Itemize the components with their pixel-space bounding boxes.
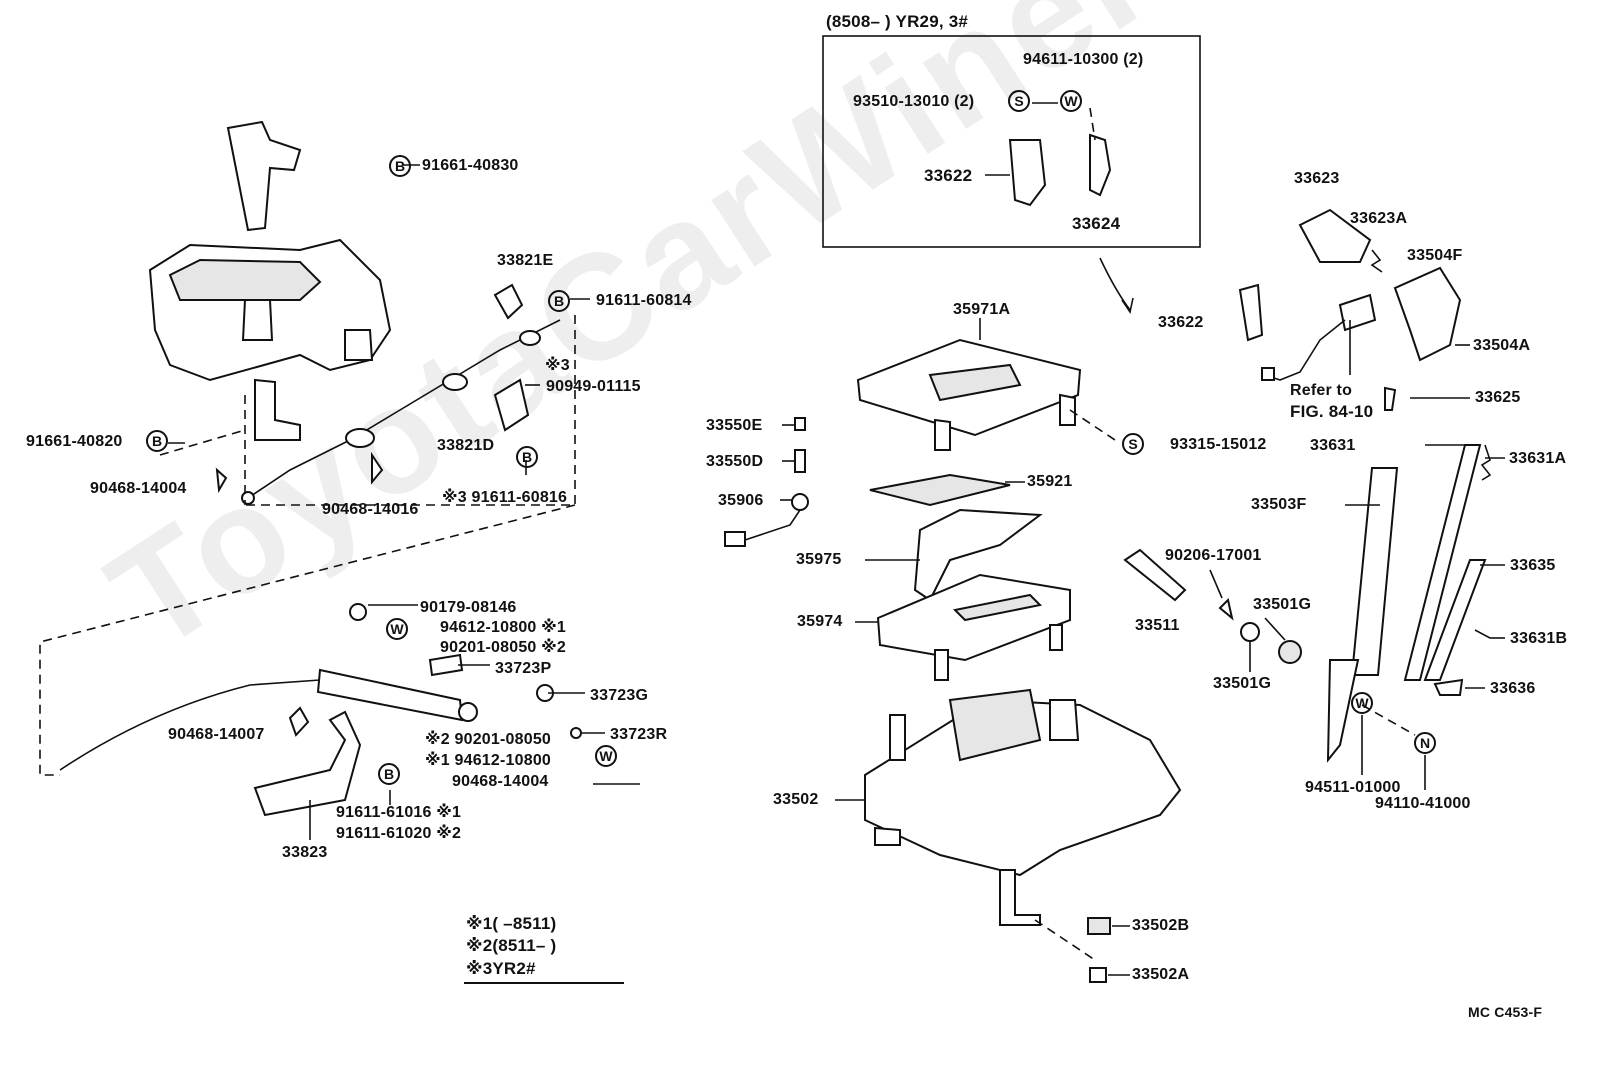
refer-to-text: Refer to — [1290, 382, 1353, 399]
bulb-parts — [724, 417, 809, 547]
callout-33502: 33502 — [773, 791, 819, 808]
legend-note-1: ※1( –8511) — [466, 914, 557, 933]
indicator-housing-35971A — [856, 338, 1082, 451]
inset-frame — [822, 35, 1201, 248]
shift-cable-lower — [59, 603, 582, 771]
callout-33823: 33823 — [282, 844, 328, 861]
callout-90468-14007: 90468-14007 — [168, 726, 265, 743]
callout-35974: 35974 — [797, 613, 843, 630]
shift-lever-assembly — [148, 120, 392, 441]
callout-94511-01000: 94511-01000 — [1305, 779, 1401, 796]
callout-90201-08050-a: 90201-08050 ※2 — [440, 639, 567, 656]
inset-header-note: (8508– ) YR29, 3# — [826, 12, 969, 31]
callout-33623A: 33623A — [1350, 210, 1408, 227]
callout-35971A: 35971A — [953, 301, 1011, 318]
symbol-s-2: S — [1122, 433, 1144, 455]
callout-35975: 35975 — [796, 551, 842, 568]
base-33502 — [864, 688, 1182, 926]
shaft-33511 — [1123, 548, 1302, 672]
callout-33821D: 33821D — [437, 437, 495, 454]
callout-33504A: 33504A — [1473, 337, 1531, 354]
callout-90468-14016: 90468-14016 — [322, 501, 419, 518]
callout-33625: 33625 — [1475, 389, 1521, 406]
symbol-s-1: S — [1008, 90, 1030, 112]
legend-note-3: ※3YR2# — [466, 959, 536, 978]
callout-35906: 35906 — [718, 492, 764, 509]
callout-33502B: 33502B — [1132, 917, 1190, 934]
callout-91611-60814: 91611-60814 — [596, 292, 692, 309]
plate-35974 — [876, 573, 1071, 681]
shift-lever-33503F — [1326, 444, 1505, 790]
callout-90179-08146: 90179-08146 — [420, 599, 517, 616]
callout-35921: 35921 — [1027, 473, 1073, 490]
callout-33631: 33631 — [1310, 437, 1356, 454]
callout-90468-14004-a: 90468-14004 — [90, 480, 187, 497]
callout-33631B: 33631B — [1510, 630, 1568, 647]
callout-33723P: 33723P — [495, 660, 552, 677]
callout-91611-60816: ※3 91611-60816 — [442, 489, 568, 506]
callout-94110-41000: 94110-41000 — [1375, 795, 1471, 812]
callout-33623: 33623 — [1294, 170, 1340, 187]
symbol-b-1: B — [389, 155, 411, 177]
callout-33501G-b: 33501G — [1213, 675, 1272, 692]
callout-3-mark: ※3 — [545, 357, 570, 374]
callout-33631A: 33631A — [1509, 450, 1567, 467]
figure-reference: FIG. 84-10 — [1290, 402, 1374, 421]
callout-90201-08050-b: ※2 90201-08050 — [425, 731, 552, 748]
cushion-33502B — [1087, 917, 1111, 935]
callout-33624: 33624 — [1072, 214, 1121, 233]
symbol-b-5: B — [378, 763, 400, 785]
legend-underline — [464, 982, 624, 984]
callout-33511: 33511 — [1135, 617, 1180, 634]
plate-35921 — [869, 473, 1011, 507]
symbol-b-2: B — [548, 290, 570, 312]
symbol-w-1: W — [386, 618, 408, 640]
callout-33550E: 33550E — [706, 417, 763, 434]
callout-33636: 33636 — [1490, 680, 1536, 697]
shift-knob-parts — [1238, 208, 1470, 411]
callout-90206-17001: 90206-17001 — [1165, 547, 1262, 564]
symbol-b-3: B — [516, 446, 538, 468]
figure-code: MC C453-F — [1468, 1004, 1543, 1020]
bracket-33823 — [253, 710, 362, 817]
callout-33821E: 33821E — [497, 252, 554, 269]
inset-arrow — [1099, 257, 1131, 311]
callout-91611-61020: 91611-61020 ※2 — [336, 825, 462, 842]
symbol-n-1: N — [1414, 732, 1436, 754]
legend-note-2: ※2(8511– ) — [466, 936, 557, 955]
callout-93510-13010: 93510-13010 (2) — [853, 93, 975, 110]
slide-35975 — [913, 508, 1043, 602]
callout-93315-15012: 93315-15012 — [1170, 436, 1267, 453]
inset-parts — [985, 102, 1112, 207]
callout-33622-inset: 33622 — [924, 166, 973, 185]
callout-33504F: 33504F — [1407, 247, 1463, 264]
callout-94611-10300: 94611-10300 (2) — [1023, 51, 1144, 68]
callout-33550D: 33550D — [706, 453, 764, 470]
callout-33622: 33622 — [1158, 314, 1204, 331]
callout-91661-40830: 91661-40830 — [422, 157, 519, 174]
callout-91661-40820: 91661-40820 — [26, 433, 123, 450]
callout-33635: 33635 — [1510, 557, 1556, 574]
symbol-w-4: W — [1351, 692, 1373, 714]
symbol-b-4: B — [146, 430, 168, 452]
callout-33723G: 33723G — [590, 687, 649, 704]
callout-94612-10800-a: 94612-10800 ※1 — [440, 619, 567, 636]
callout-33723R: 33723R — [610, 726, 668, 743]
cushion-33502A — [1089, 967, 1107, 983]
callout-94612-10800-b: ※1 94612-10800 — [425, 752, 552, 769]
callout-90949-01115: 90949-01115 — [546, 378, 641, 395]
callout-90468-14004-b: 90468-14004 — [452, 773, 549, 790]
symbol-w-2: W — [595, 745, 617, 767]
callout-91611-61016: 91611-61016 ※1 — [336, 804, 462, 821]
symbol-w-3: W — [1060, 90, 1082, 112]
callout-33503F: 33503F — [1251, 496, 1307, 513]
callout-33502A: 33502A — [1132, 966, 1190, 983]
callout-33501G-a: 33501G — [1253, 596, 1312, 613]
